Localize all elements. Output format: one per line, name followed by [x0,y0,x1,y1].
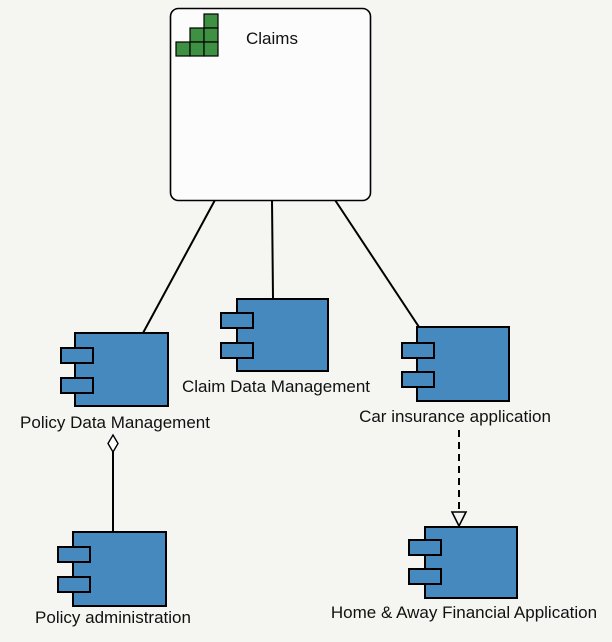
component-label: Policy administration [35,608,191,627]
component-tab-icon [401,371,435,388]
component-policy-data-management: Policy Data Management [20,332,210,432]
component-policy-administration: Policy administration [35,531,191,627]
claims-package-box[interactable] [169,7,372,202]
component-tab-icon [220,312,254,329]
open-triangle-arrowhead-icon [450,511,468,528]
edge-claims-car-insurance-application[interactable] [334,199,420,328]
component-body[interactable] [236,298,329,372]
claims-package-label: Claims [246,29,298,48]
edge-policy-administration-policy-data-management[interactable] [107,433,119,532]
component-body[interactable] [72,531,167,607]
component-tab-icon [60,377,94,394]
component-label: Policy Data Management [20,413,210,432]
edge-line[interactable] [142,199,216,334]
component-tab-icon [401,342,435,359]
edge-line[interactable] [334,199,420,328]
component-body[interactable] [416,326,510,402]
component-label: Home & Away Financial Application [331,603,597,622]
component-tab-icon [408,539,442,556]
component-tab-icon [57,546,91,563]
component-claim-data-management: Claim Data Management [182,298,370,396]
edge-claims-policy-data-management[interactable] [142,199,216,334]
component-tab-icon [60,347,94,364]
component-label: Car insurance application [359,407,551,426]
edge-car-insurance-home-away[interactable] [450,430,468,528]
module-steps-icon [175,13,219,57]
aggregation-diamond-icon [107,433,119,454]
component-body[interactable] [424,526,518,599]
node-claims-package: Claims [169,7,372,202]
component-label: Claim Data Management [182,377,370,396]
component-tab-icon [408,568,442,585]
component-body[interactable] [74,332,169,407]
edge-claims-claim-data-management[interactable] [271,199,274,299]
component-car-insurance-application: Car insurance application [359,326,551,426]
component-tab-icon [57,576,91,593]
component-home-away-financial-application: Home & Away Financial Application [331,526,597,622]
edge-line[interactable] [271,199,274,299]
component-tab-icon [220,342,254,359]
